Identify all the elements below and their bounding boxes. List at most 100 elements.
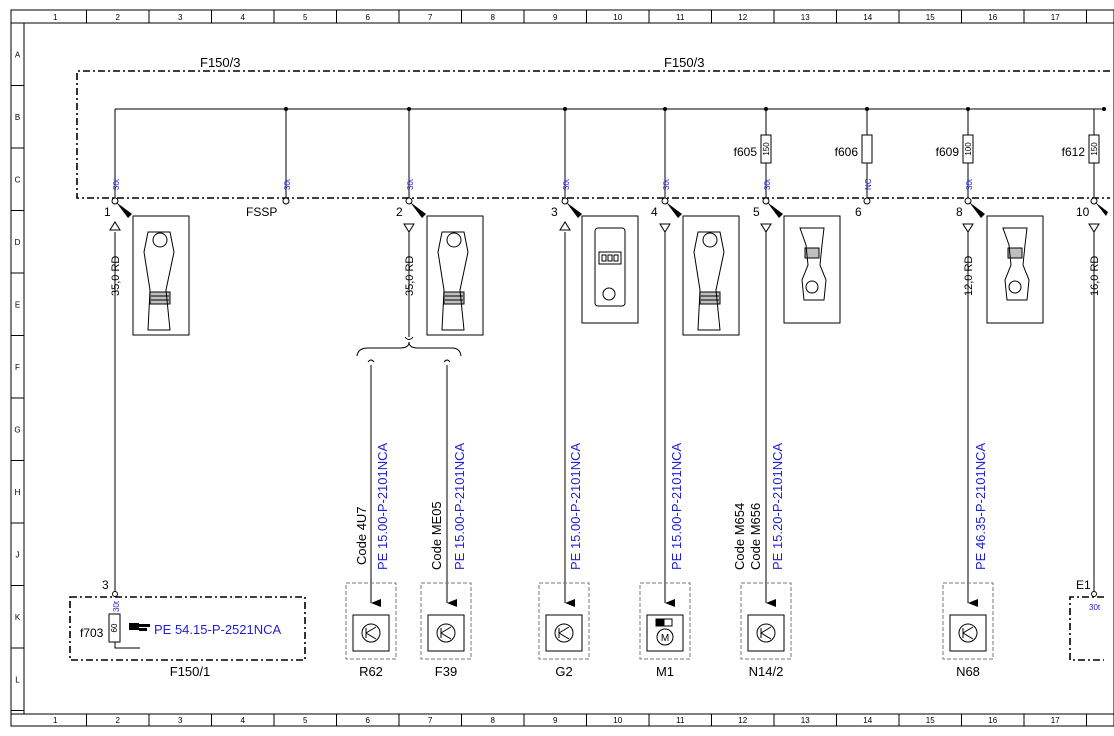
svg-text:30t: 30t — [662, 178, 671, 190]
column-label: 10 — [613, 13, 622, 22]
row-label: D — [15, 238, 21, 247]
column-label: 4 — [241, 13, 246, 22]
svg-text:30t: 30t — [406, 178, 415, 190]
column-label: 2 — [116, 13, 121, 22]
ring-lug-icon — [693, 231, 725, 331]
bus-drops — [114, 109, 1095, 198]
svg-text:30t: 30t — [283, 178, 292, 190]
row-label: K — [15, 613, 21, 622]
fuse-box-label-left: F150/3 — [200, 55, 240, 70]
drawing-frame — [10, 9, 1114, 727]
branch-references: Code 4U7 PE 15.00-P-2101NCA Code ME05 PE… — [354, 442, 988, 570]
svg-text:30t: 30t — [112, 178, 121, 190]
svg-text:G2: G2 — [555, 664, 572, 679]
bus-junction-dots — [284, 107, 1106, 111]
spade-terminal-icon — [1002, 227, 1030, 301]
spade-terminal-icon — [799, 227, 827, 301]
row-label: H — [15, 488, 21, 497]
splice-brace — [356, 336, 462, 363]
fuse-rating: 150 — [1090, 142, 1099, 156]
row-label: J — [16, 550, 20, 559]
connector-icons — [132, 215, 1044, 336]
fuse-label: f609 — [936, 145, 960, 159]
ground-point-icon — [747, 614, 785, 652]
svg-text:10: 10 — [1076, 205, 1090, 219]
row-label: B — [15, 113, 20, 122]
column-label: 12 — [738, 13, 747, 22]
svg-text:5: 5 — [753, 205, 760, 219]
svg-text:30t: 30t — [965, 178, 974, 190]
component-boxes — [345, 582, 994, 660]
column-label: 11 — [676, 716, 685, 725]
svg-text:6: 6 — [855, 205, 862, 219]
fuse-f605: 150 f605 — [734, 134, 772, 164]
column-label: 11 — [676, 13, 685, 22]
fuse-rating: 100 — [964, 142, 973, 156]
svg-text:N68: N68 — [956, 664, 980, 679]
column-label: 1 — [53, 13, 58, 22]
column-label: 8 — [491, 716, 496, 725]
row-label: F — [15, 363, 20, 372]
svg-text:30t: 30t — [562, 178, 571, 190]
fssp-label: FSSP — [246, 205, 277, 219]
row-label: E — [15, 300, 20, 309]
row-label: A — [15, 50, 21, 59]
fuse-label: f606 — [835, 145, 859, 159]
reference-link: PE 15.00-P-2101NCA — [452, 442, 467, 570]
column-label: 3 — [178, 13, 183, 22]
svg-text:35,0 RD: 35,0 RD — [404, 256, 416, 296]
fuse-box-f150-1: 3 30t 60 f703 PE 54.15-P-2521NCA F150/1 — [69, 578, 306, 679]
fuse-label: f605 — [734, 145, 758, 159]
column-label: 14 — [863, 716, 872, 725]
svg-text:30t: 30t — [112, 600, 121, 612]
column-label: 13 — [801, 716, 810, 725]
reference-link: PE 46.35-P-2101NCA — [973, 442, 988, 570]
column-label: 12 — [738, 716, 747, 725]
connector-triangles — [109, 221, 1100, 233]
terminal-flags — [116, 202, 1108, 218]
svg-text:1: 1 — [104, 205, 111, 219]
column-label: 17 — [1051, 716, 1060, 725]
svg-text:8: 8 — [956, 205, 963, 219]
reference-link: PE 15.00-P-2101NCA — [669, 442, 684, 570]
wires — [114, 232, 1095, 607]
ground-point-icon — [545, 614, 583, 652]
fuse-label: f612 — [1062, 145, 1086, 159]
reference-link: PE 54.15-P-2521NCA — [154, 622, 282, 637]
column-label: 1 — [53, 716, 58, 725]
row-index-left: A B C D E F G H J K L — [11, 50, 24, 711]
fuse-box-label: F150/1 — [170, 664, 210, 679]
column-label: 14 — [863, 13, 872, 22]
column-label: 16 — [988, 716, 997, 725]
fuse-box-outline — [76, 70, 1110, 199]
column-label: 8 — [491, 13, 496, 22]
column-label: 7 — [428, 716, 433, 725]
row-label: G — [14, 425, 20, 434]
pointing-hand-icon — [129, 623, 150, 631]
column-label: 9 — [553, 13, 558, 22]
column-label: 9 — [553, 716, 558, 725]
column-label: 7 — [428, 13, 433, 22]
svg-text:60: 60 — [110, 623, 119, 632]
row-label: C — [15, 175, 21, 184]
svg-text:35,0 RD: 35,0 RD — [110, 256, 122, 296]
svg-text:E1: E1 — [1076, 578, 1091, 592]
reference-link: PE 15.00-P-2101NCA — [568, 442, 583, 570]
column-label: 6 — [366, 716, 371, 725]
row-label: L — [15, 675, 20, 684]
fuse-f609: 100 f609 — [936, 134, 974, 164]
svg-text:4: 4 — [651, 205, 658, 219]
column-label: 5 — [303, 716, 308, 725]
column-label: 17 — [1051, 13, 1060, 22]
wire-specs: 35,0 RD 35,0 RD 12,0 RD 16,0 RD — [110, 256, 1101, 296]
terminal-pins — [111, 197, 1098, 205]
column-label: 15 — [926, 13, 935, 22]
column-label: 13 — [801, 13, 810, 22]
ground-point-icon — [352, 614, 390, 652]
column-label: 16 — [988, 13, 997, 22]
svg-text:NC: NC — [864, 178, 873, 190]
fuse-box-label-center: F150/3 — [664, 55, 704, 70]
